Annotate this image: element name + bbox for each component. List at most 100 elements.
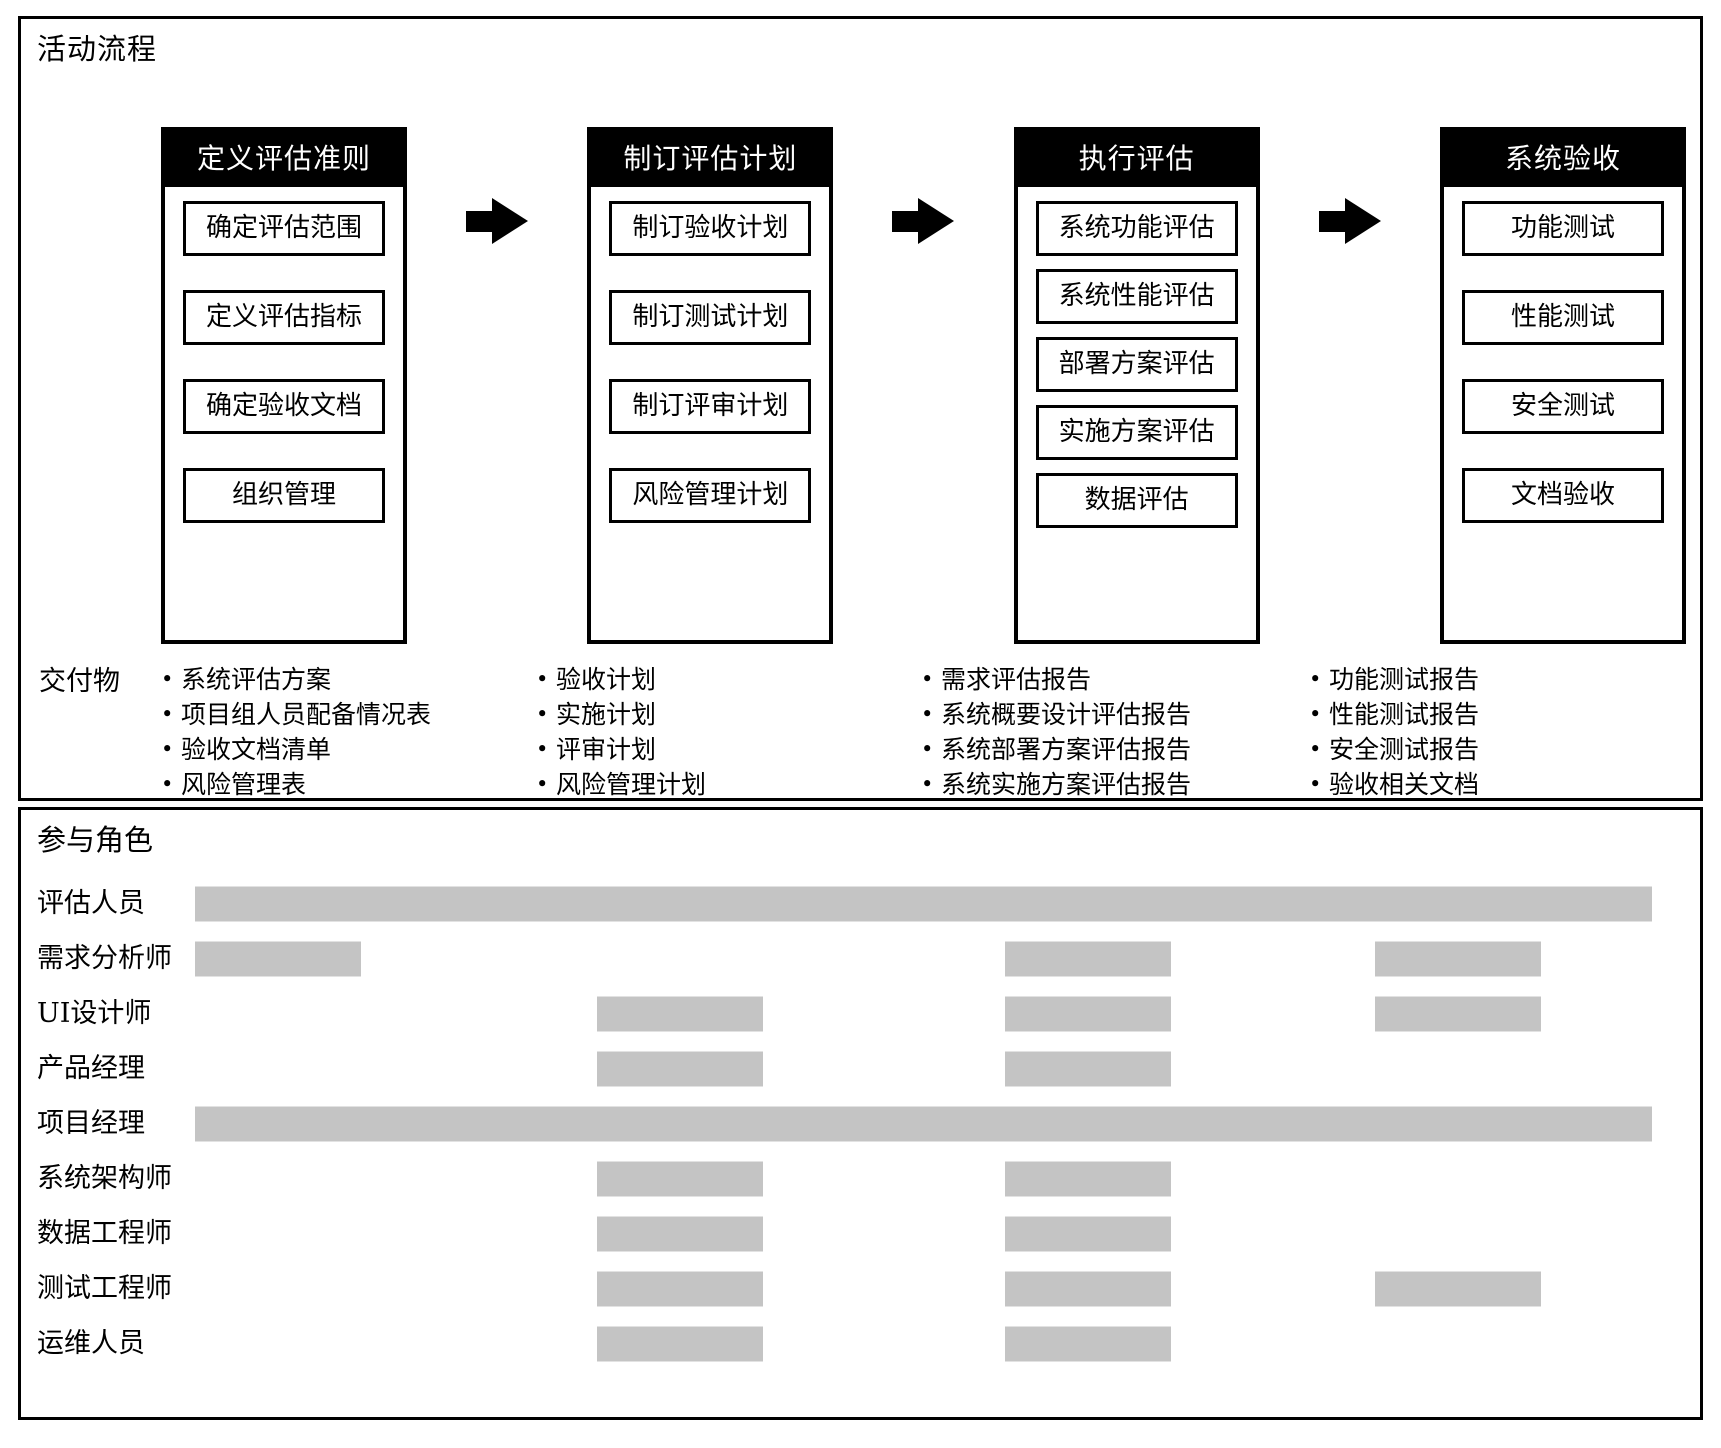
deliverable-item: 风险管理表 bbox=[161, 767, 536, 802]
deliverable-item: 评审计划 bbox=[536, 732, 921, 767]
phase-task-list: 功能测试性能测试安全测试文档验收 bbox=[1444, 187, 1682, 640]
phase-row: 定义评估准则确定评估范围定义评估指标确定验收文档组织管理制订评估计划制订验收计划… bbox=[161, 127, 1686, 644]
task-box[interactable]: 性能测试 bbox=[1461, 290, 1664, 345]
role-involvement-bar bbox=[1004, 1326, 1172, 1361]
role-involvement-bar bbox=[596, 1161, 764, 1196]
deliverable-item: 需求评估报告 bbox=[921, 662, 1309, 697]
arrow-right-icon bbox=[1318, 197, 1381, 244]
role-involvement-bar bbox=[596, 1216, 764, 1251]
phase-column: 制订评估计划制订验收计划制订测试计划制订评审计划风险管理计划 bbox=[587, 127, 834, 644]
role-track bbox=[189, 1096, 1700, 1151]
phase-header: 执行评估 bbox=[1017, 131, 1256, 187]
task-box[interactable]: 数据评估 bbox=[1035, 473, 1238, 528]
role-row: UI设计师 bbox=[21, 986, 1700, 1041]
role-row: 评估人员 bbox=[21, 876, 1700, 931]
role-involvement-bar bbox=[1004, 996, 1172, 1031]
phase-task-list: 系统功能评估系统性能评估部署方案评估实施方案评估数据评估 bbox=[1018, 187, 1256, 640]
role-involvement-bar bbox=[1375, 941, 1542, 976]
role-involvement-bar bbox=[195, 941, 362, 976]
phase-header: 系统验收 bbox=[1443, 131, 1682, 187]
activity-flow-title: 活动流程 bbox=[37, 32, 158, 66]
phase-header: 制订评估计划 bbox=[591, 131, 830, 187]
role-involvement-bar bbox=[1004, 941, 1172, 976]
task-box[interactable]: 确定评估范围 bbox=[183, 201, 385, 256]
role-involvement-bar bbox=[1004, 1161, 1172, 1196]
phase-box[interactable]: 系统验收功能测试性能测试安全测试文档验收 bbox=[1439, 127, 1686, 644]
role-involvement-bar bbox=[1004, 1051, 1172, 1086]
role-track bbox=[189, 1316, 1700, 1371]
phase-task-list: 确定评估范围定义评估指标确定验收文档组织管理 bbox=[165, 187, 403, 640]
task-box[interactable]: 系统功能评估 bbox=[1035, 201, 1238, 256]
deliverables-row: 交付物 系统评估方案项目组人员配备情况表验收文档清单风险管理表验收计划实施计划评… bbox=[21, 662, 1700, 802]
phase-box[interactable]: 执行评估系统功能评估系统性能评估部署方案评估实施方案评估数据评估 bbox=[1013, 127, 1260, 644]
phase-box[interactable]: 制订评估计划制订验收计划制订测试计划制订评审计划风险管理计划 bbox=[587, 127, 834, 644]
phase-header: 定义评估准则 bbox=[165, 131, 403, 187]
role-track bbox=[189, 1206, 1700, 1261]
role-name: 评估人员 bbox=[37, 888, 145, 919]
deliverable-item: 风险管理计划 bbox=[536, 767, 921, 802]
activity-flow-panel: 活动流程 定义评估准则确定评估范围定义评估指标确定验收文档组织管理制订评估计划制… bbox=[18, 16, 1703, 801]
role-track bbox=[189, 1261, 1700, 1316]
role-involvement-bar bbox=[1375, 1271, 1542, 1306]
deliverable-item: 系统实施方案评估报告 bbox=[921, 767, 1309, 802]
phase-column: 定义评估准则确定评估范围定义评估指标确定验收文档组织管理 bbox=[161, 127, 407, 644]
phase-task-list: 制订验收计划制订测试计划制订评审计划风险管理计划 bbox=[591, 187, 829, 640]
task-box[interactable]: 定义评估指标 bbox=[183, 290, 385, 345]
task-box[interactable]: 实施方案评估 bbox=[1035, 405, 1238, 460]
role-name: 运维人员 bbox=[37, 1328, 145, 1359]
deliverable-item: 功能测试报告 bbox=[1309, 662, 1697, 697]
role-involvement-bar bbox=[596, 1051, 764, 1086]
role-track bbox=[189, 931, 1700, 986]
role-track bbox=[189, 986, 1700, 1041]
role-row: 运维人员 bbox=[21, 1316, 1700, 1371]
role-row: 测试工程师 bbox=[21, 1261, 1700, 1316]
role-involvement-bar bbox=[195, 1106, 1652, 1141]
role-name: 需求分析师 bbox=[37, 943, 172, 974]
deliverable-item: 项目组人员配备情况表 bbox=[161, 697, 536, 732]
role-name: 产品经理 bbox=[37, 1053, 145, 1084]
deliverable-item: 验收相关文档 bbox=[1309, 767, 1697, 802]
role-involvement-bar bbox=[1004, 1216, 1172, 1251]
role-name: 数据工程师 bbox=[37, 1218, 172, 1249]
task-box[interactable]: 文档验收 bbox=[1461, 468, 1664, 523]
role-row: 产品经理 bbox=[21, 1041, 1700, 1096]
task-box[interactable]: 部署方案评估 bbox=[1035, 337, 1238, 392]
role-involvement-bar bbox=[596, 1326, 764, 1361]
phase-connector bbox=[407, 127, 587, 644]
deliverable-item: 系统部署方案评估报告 bbox=[921, 732, 1309, 767]
deliverables-column: 需求评估报告系统概要设计评估报告系统部署方案评估报告系统实施方案评估报告 bbox=[921, 662, 1309, 802]
deliverables-label: 交付物 bbox=[39, 666, 120, 697]
task-box[interactable]: 制订评审计划 bbox=[609, 379, 812, 434]
role-row: 需求分析师 bbox=[21, 931, 1700, 986]
task-box[interactable]: 风险管理计划 bbox=[609, 468, 812, 523]
task-box[interactable]: 确定验收文档 bbox=[183, 379, 385, 434]
task-box[interactable]: 制订测试计划 bbox=[609, 290, 812, 345]
deliverable-item: 系统概要设计评估报告 bbox=[921, 697, 1309, 732]
deliverable-item: 实施计划 bbox=[536, 697, 921, 732]
deliverables-column: 验收计划实施计划评审计划风险管理计划 bbox=[536, 662, 921, 802]
role-involvement-bar bbox=[1004, 1271, 1172, 1306]
roles-matrix: 评估人员需求分析师 UI设计师产品经理项目经理系统架构师数据工程师测试工程师运维人… bbox=[21, 876, 1700, 1371]
deliverables-column: 功能测试报告性能测试报告安全测试报告验收相关文档 bbox=[1309, 662, 1697, 802]
role-involvement-bar bbox=[596, 996, 764, 1031]
role-name: 系统架构师 bbox=[37, 1163, 172, 1194]
task-box[interactable]: 安全测试 bbox=[1461, 379, 1664, 434]
phase-box[interactable]: 定义评估准则确定评估范围定义评估指标确定验收文档组织管理 bbox=[161, 127, 407, 644]
task-box[interactable]: 组织管理 bbox=[183, 468, 385, 523]
role-name: UI设计师 bbox=[37, 998, 152, 1029]
deliverable-item: 安全测试报告 bbox=[1309, 732, 1697, 767]
role-name: 项目经理 bbox=[37, 1108, 145, 1139]
deliverable-item: 性能测试报告 bbox=[1309, 697, 1697, 732]
phase-column: 系统验收功能测试性能测试安全测试文档验收 bbox=[1439, 127, 1686, 644]
task-box[interactable]: 功能测试 bbox=[1461, 201, 1664, 256]
arrow-right-icon bbox=[466, 197, 529, 244]
role-involvement-bar bbox=[1375, 996, 1542, 1031]
role-track bbox=[189, 1151, 1700, 1206]
task-box[interactable]: 系统性能评估 bbox=[1035, 269, 1238, 324]
deliverables-column: 系统评估方案项目组人员配备情况表验收文档清单风险管理表 bbox=[161, 662, 536, 802]
task-box[interactable]: 制订验收计划 bbox=[609, 201, 812, 256]
role-involvement-bar bbox=[596, 1271, 764, 1306]
phase-connector bbox=[833, 127, 1013, 644]
role-track bbox=[189, 876, 1700, 931]
